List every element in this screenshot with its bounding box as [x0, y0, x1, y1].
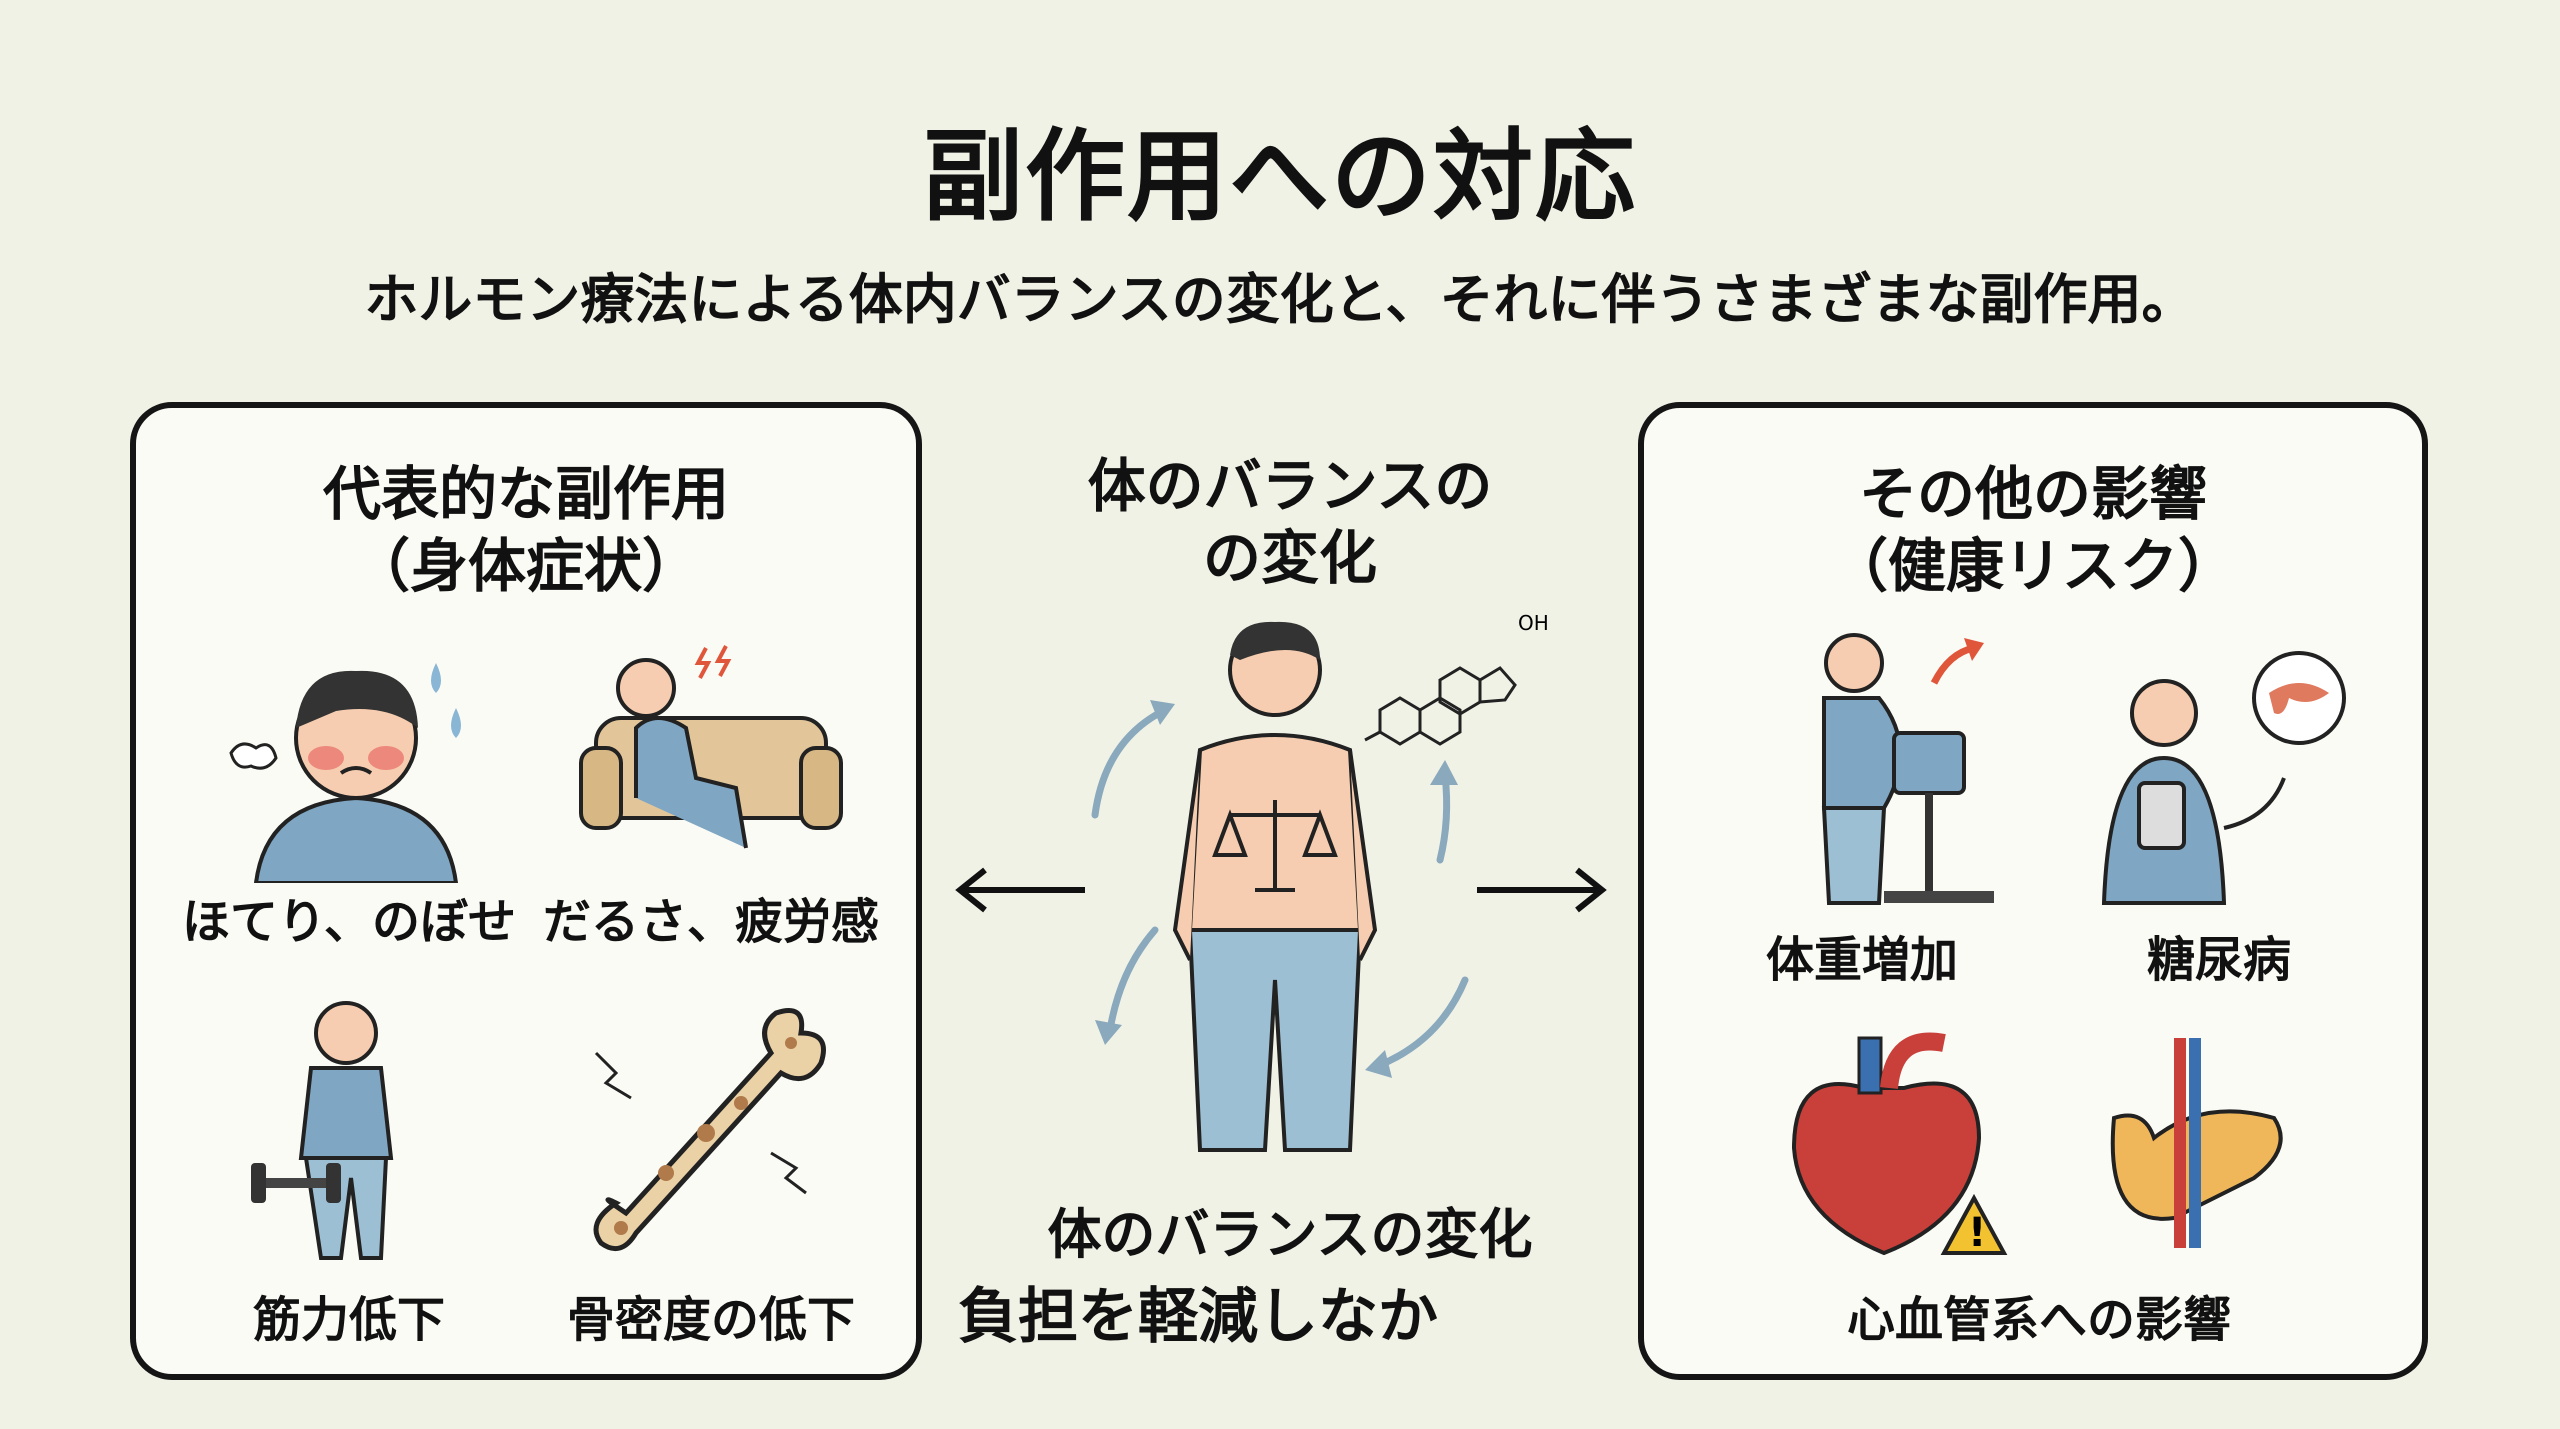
center-bottom-text: 負担を軽減しなか: [958, 1282, 1438, 1352]
heading-line: （健康リスク）: [1829, 532, 2236, 600]
bone-density-icon: [593, 1008, 826, 1252]
health-risks-panel: その他の影響 （健康リスク） 体重増加 糖尿病 ! 心血管系への影響: [1638, 402, 2428, 1380]
symptom-label: 筋力低下: [252, 1292, 445, 1348]
hot-flash-person-icon: [229, 663, 461, 883]
risk-label: 心血管系への影響: [1846, 1292, 2231, 1348]
heading-line: （身体症状）: [351, 532, 700, 600]
page-title: 副作用への対応: [923, 118, 1637, 235]
arrow-right-icon: [1477, 867, 1607, 913]
center-caption: 体のバランスの変化: [1047, 1203, 1533, 1266]
heading-line: 体のバランスの: [1087, 452, 1493, 520]
risk-label: 体重増加: [1765, 932, 1958, 988]
heading-line: 代表的な副作用: [322, 460, 729, 528]
body-balance-figure-icon: OH: [1091, 611, 1549, 1152]
weight-gain-icon: [1821, 633, 1994, 905]
physical-symptoms-panel: 代表的な副作用 （身体症状） ほてり、のぼせ だるさ、疲労感 筋力低下: [130, 402, 922, 1380]
fatigue-sofa-icon: [579, 645, 843, 849]
arrow-left-icon: [955, 867, 1085, 913]
molecule-label: OH: [1518, 611, 1549, 635]
symptom-label: だるさ、疲労感: [542, 894, 879, 950]
svg-text:!: !: [1968, 1210, 1986, 1256]
panel-heading: 代表的な副作用 （身体症状）: [136, 458, 916, 602]
heart-pancreas-icon: !: [1791, 1032, 2283, 1256]
risk-label: 糖尿病: [2146, 932, 2291, 988]
heading-line: その他の影響: [1858, 460, 2207, 528]
muscle-weakness-icon: [251, 1001, 394, 1260]
panel-heading: その他の影響 （健康リスク）: [1644, 458, 2422, 602]
heading-line: の変化: [1202, 524, 1377, 592]
diabetes-icon: [2101, 651, 2346, 905]
symptom-label: ほてり、のぼせ: [181, 894, 517, 950]
symptom-label: 骨密度の低下: [566, 1292, 855, 1348]
page-subtitle: ホルモン療法による体内バランスの変化と、それに伴うさまざまな副作用。: [364, 268, 2196, 331]
center-heading: 体のバランスの の変化: [1030, 450, 1550, 594]
